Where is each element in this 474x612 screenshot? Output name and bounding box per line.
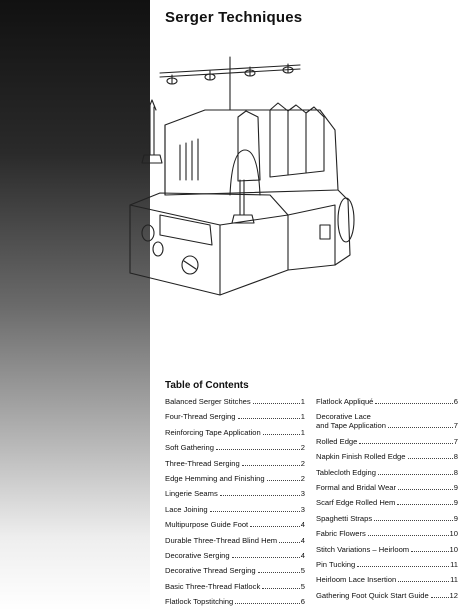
toc-heading: Table of Contents <box>165 380 249 391</box>
serger-machine-illustration <box>129 56 355 296</box>
side-gradient-bar <box>0 0 150 611</box>
page-title: Serger Techniques <box>165 9 303 26</box>
